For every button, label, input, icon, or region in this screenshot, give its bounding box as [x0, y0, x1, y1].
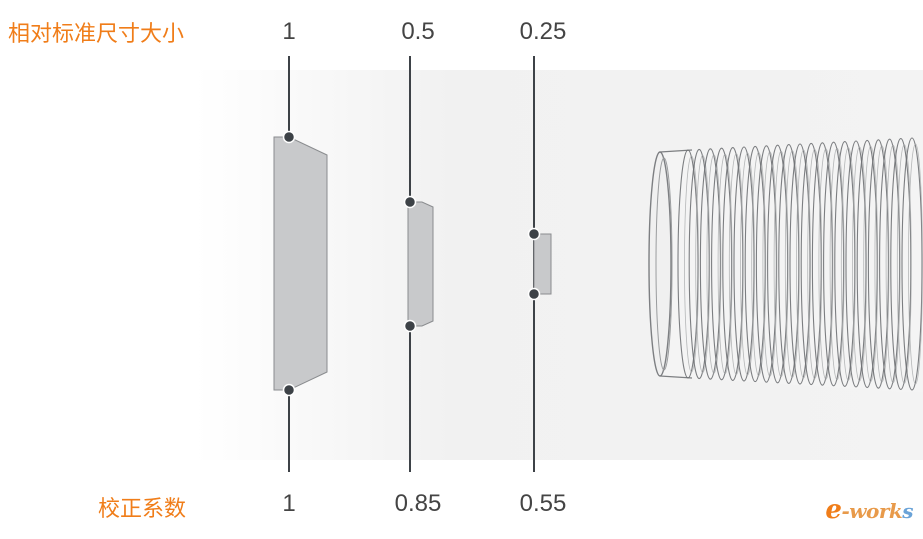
marker-dot	[527, 227, 541, 241]
correction-factor-label: 校正系数	[98, 497, 187, 522]
specimen-shape-medium	[407, 201, 434, 327]
factor-value-3: 0.55	[519, 490, 567, 517]
eworks-logo: e-works	[825, 495, 913, 525]
factor-value-1: 1	[282, 490, 296, 517]
marker-dot	[282, 383, 296, 397]
marker-dot	[403, 319, 417, 333]
specimen-shape-large	[273, 136, 328, 391]
size-value-2: 0.5	[401, 18, 435, 45]
corrugated-tube-illustration	[648, 137, 923, 392]
specimen-shape-small	[533, 233, 552, 295]
factor-value-2: 0.85	[394, 490, 442, 517]
relative-size-label: 相对标准尺寸大小	[8, 22, 185, 47]
size-value-1: 1	[282, 18, 296, 45]
marker-dot	[403, 195, 417, 209]
marker-dot	[527, 287, 541, 301]
size-value-3: 0.25	[519, 18, 567, 45]
marker-dot	[282, 130, 296, 144]
